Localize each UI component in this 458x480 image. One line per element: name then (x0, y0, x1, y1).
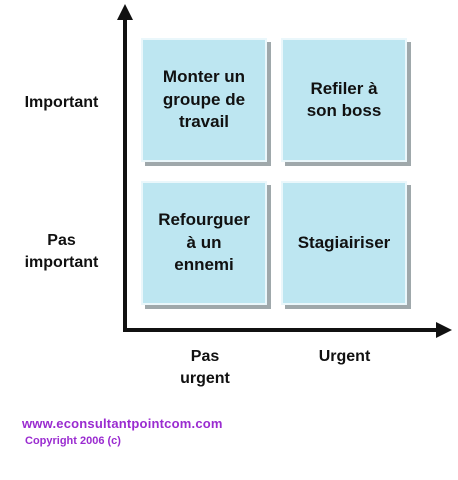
quadrant-label: Stagiairiser (297, 232, 391, 252)
vertical-axis-arrowhead (117, 4, 133, 20)
quadrant-not-important-urgent: Stagiairiser (281, 181, 407, 305)
column-label-not-urgent: Pas urgent (180, 348, 230, 387)
row-label-important: Important (24, 94, 99, 111)
horizontal-axis-arrowhead (436, 322, 452, 338)
quadrant-label: Monter un groupe de travail (162, 67, 246, 132)
quadrant-label: Refourguer à un ennemi (158, 210, 250, 275)
quadrant-label: Refiler à son boss (306, 78, 382, 120)
quadrant-important-not-urgent: Monter un groupe de travail (141, 38, 267, 162)
column-label-urgent: Urgent (318, 348, 371, 365)
website-link[interactable]: www.econsultantpointcom.com (22, 416, 223, 431)
quadrant-important-urgent: Refiler à son boss (281, 38, 407, 162)
copyright-notice: Copyright 2006 (c) (25, 435, 121, 447)
row-label-not-important: Pas important (24, 232, 99, 271)
quadrant-not-important-not-urgent: Refourguer à un ennemi (141, 181, 267, 305)
